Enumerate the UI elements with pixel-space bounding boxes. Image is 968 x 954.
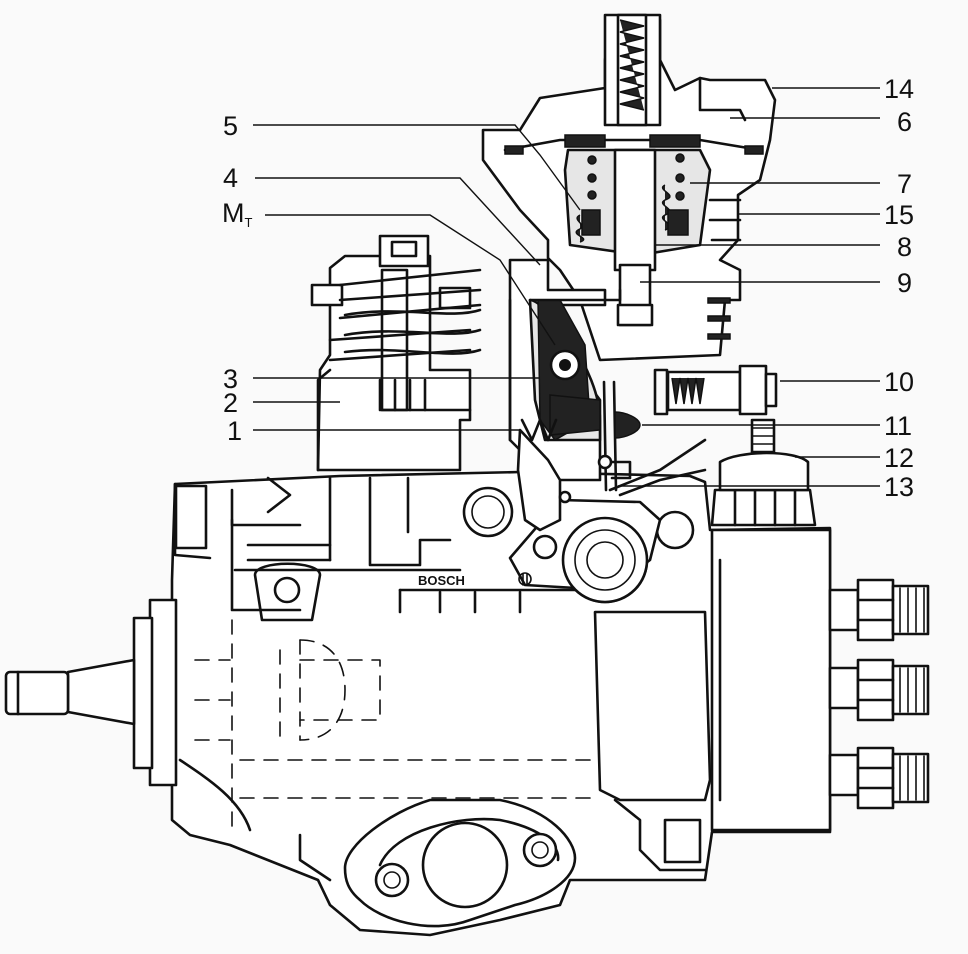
callout-12: 12 [884,443,914,473]
callout-15: 15 [884,200,914,230]
callout-7: 7 [897,169,912,199]
callout-mt: MT [222,198,253,230]
stop-screw-nut [710,418,817,527]
bosch-casting-text: BOSCH [418,573,465,588]
callout-11: 11 [884,411,912,441]
callout-8: 8 [897,232,912,262]
casting-mark [518,572,532,586]
mounting-flange [343,798,577,928]
governor-cover [481,13,777,362]
accelerator-lever [310,234,482,472]
callout-6: 6 [897,107,912,137]
callout-14: 14 [884,74,914,104]
callout-2: 2 [223,388,238,418]
governor-lever [508,258,778,532]
callout-9: 9 [897,268,912,298]
delivery-fittings [710,528,930,832]
callout-labels: 14 5 6 4 7 MT 15 8 9 3 10 2 1 11 12 13 [222,74,914,502]
callout-5: 5 [223,111,238,141]
drive-shaft [4,598,178,787]
leader-lines [253,87,880,487]
callout-mt-subscript: T [245,215,253,230]
callout-13: 13 [884,472,914,502]
callout-3: 3 [223,364,238,394]
callout-1: 1 [227,416,242,446]
callout-4: 4 [223,163,238,193]
pump-housing [170,470,832,937]
callout-10: 10 [884,367,914,397]
